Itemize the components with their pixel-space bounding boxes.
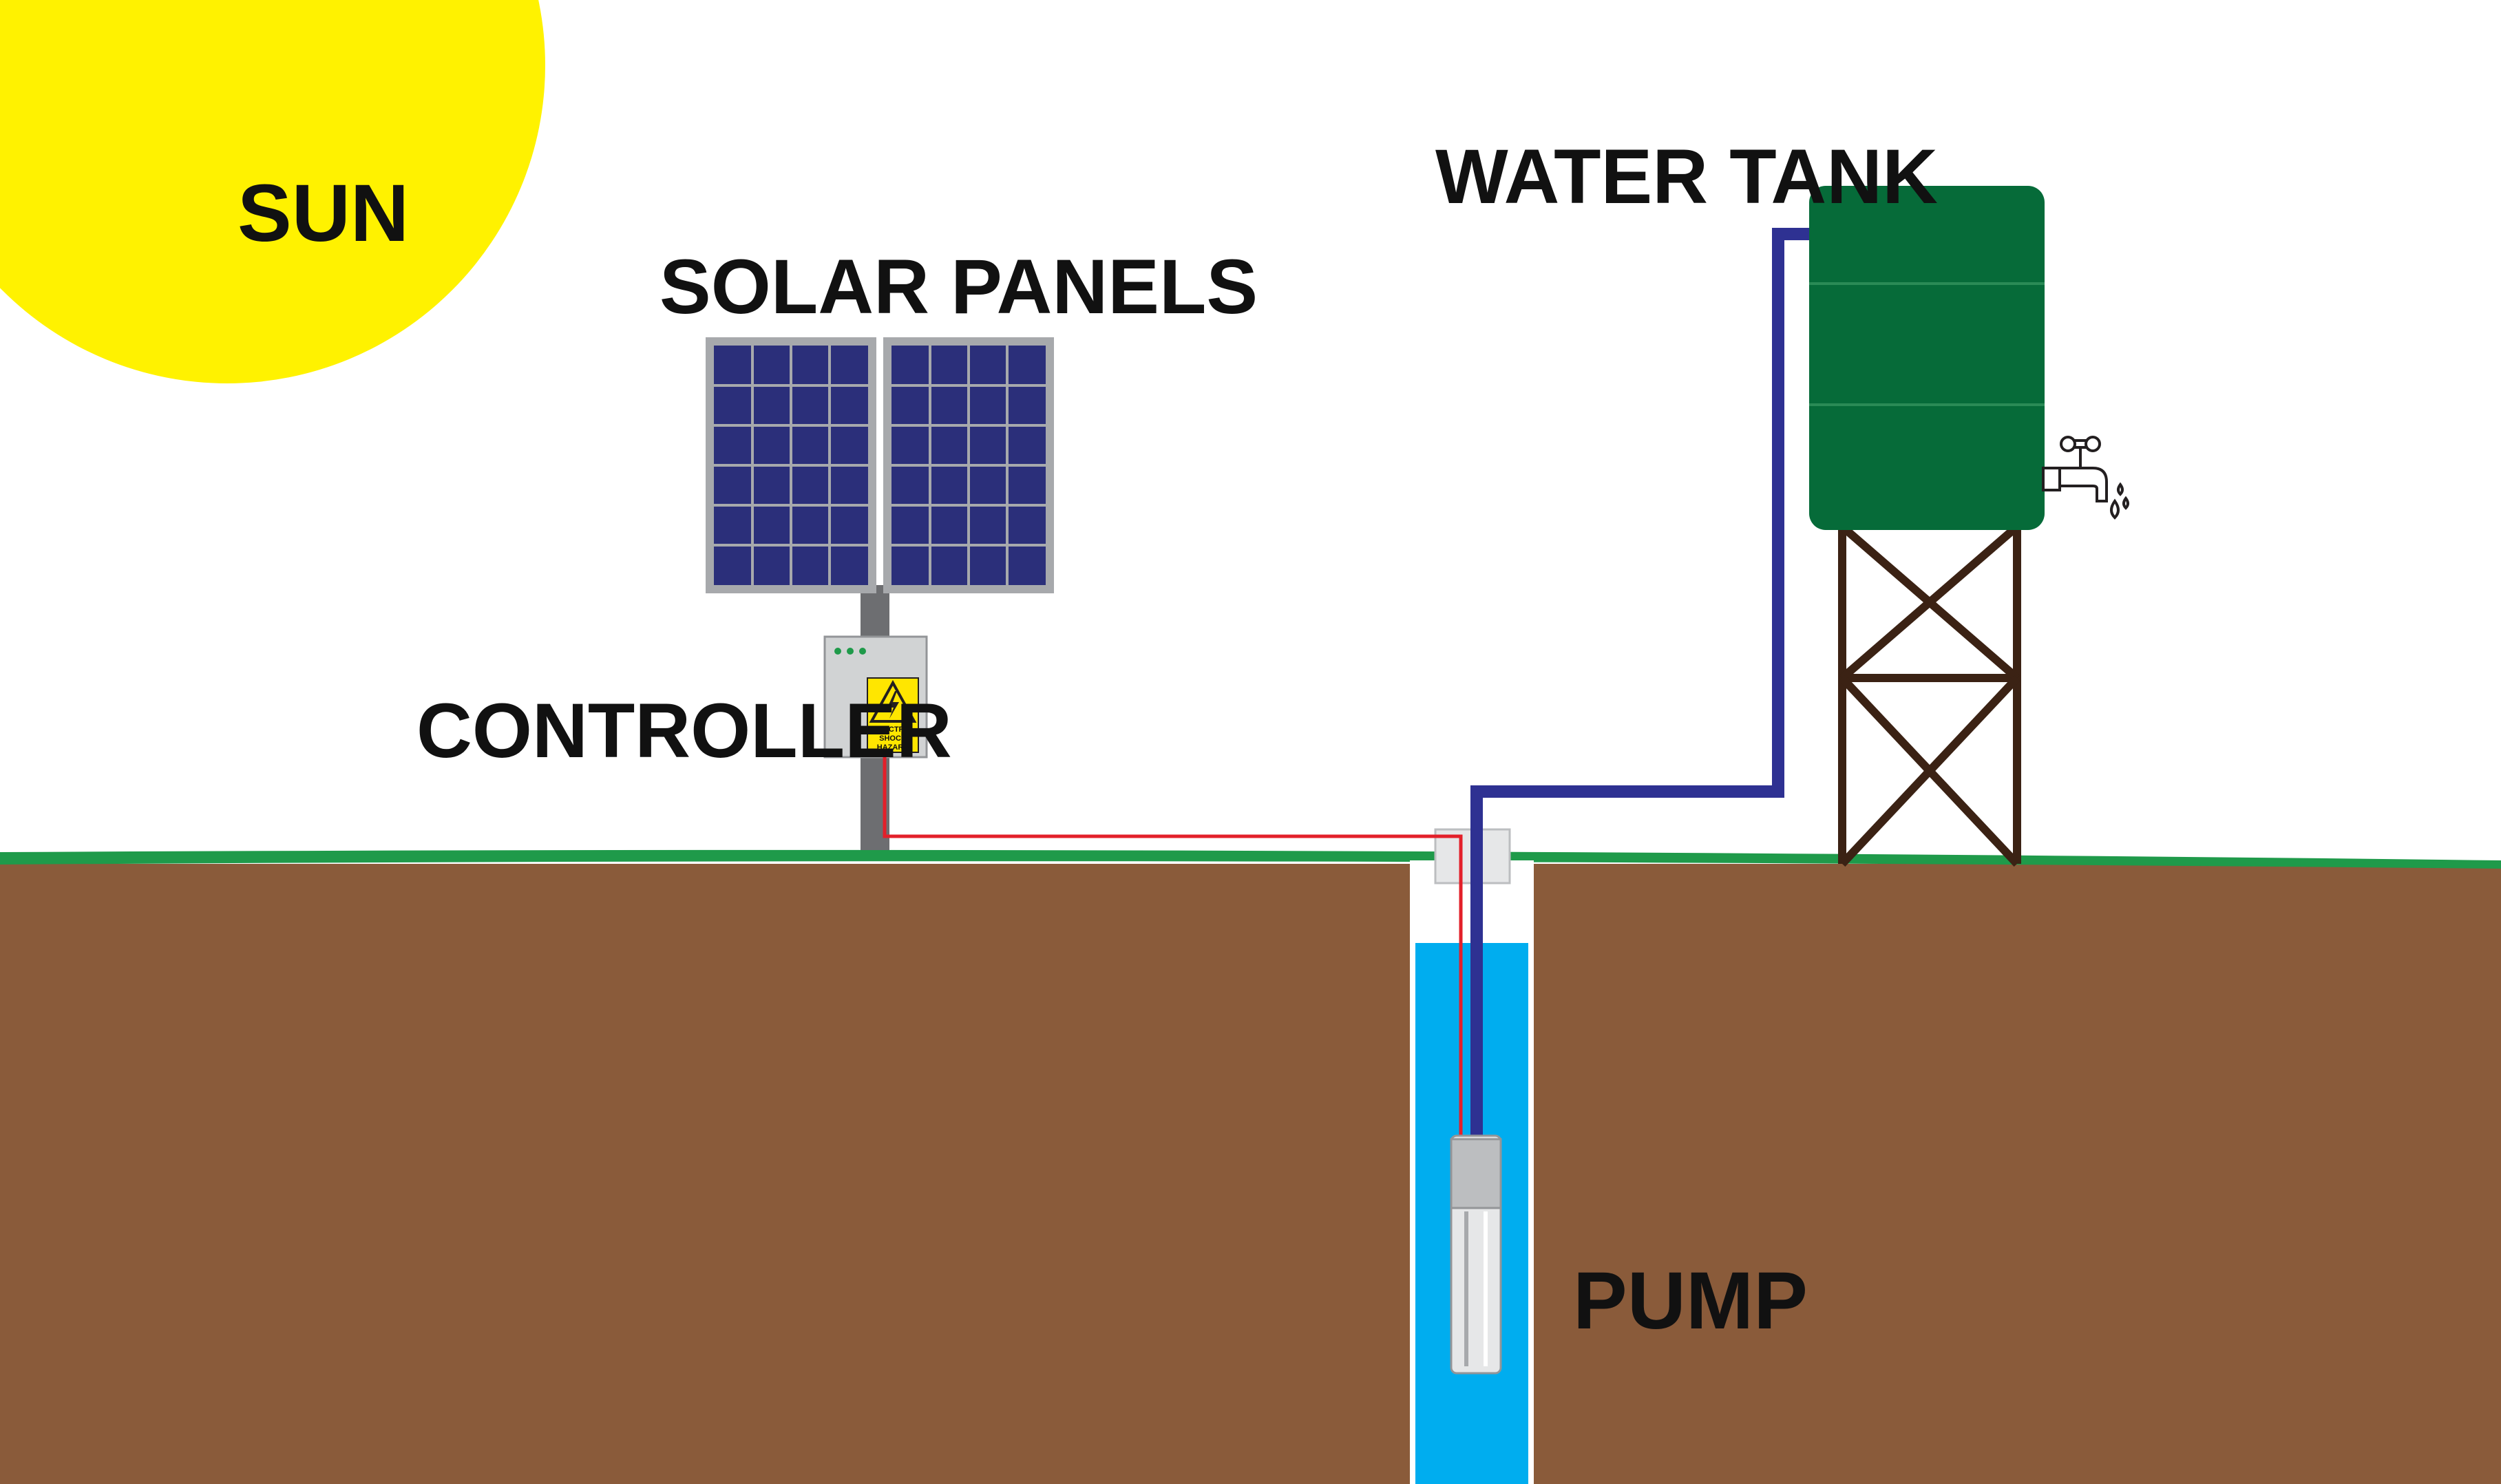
tap-inlet bbox=[2042, 467, 2061, 491]
sun bbox=[0, 0, 545, 383]
soil bbox=[0, 864, 2501, 1484]
grass-line bbox=[0, 849, 2501, 869]
water-drop bbox=[2117, 482, 2124, 496]
water-drop bbox=[2122, 496, 2129, 510]
power-cable bbox=[883, 757, 1463, 1143]
submersible-pump bbox=[1450, 1134, 1502, 1375]
pump-label: PUMP bbox=[1573, 1255, 1808, 1346]
water-pipe bbox=[1470, 228, 1812, 1143]
solar-panel-left-grid bbox=[714, 346, 868, 585]
water-tank bbox=[1809, 186, 2045, 530]
warning-sign-line1: ELECTRIC bbox=[874, 725, 912, 734]
sun-label: SUN bbox=[238, 168, 409, 259]
tap-handle-knob bbox=[2060, 436, 2076, 452]
lightning-bolt-icon bbox=[887, 691, 899, 719]
solar-panel-array bbox=[706, 337, 1054, 850]
controller-label: CONTROLLER bbox=[416, 688, 952, 774]
tap-body bbox=[2058, 467, 2108, 502]
controller-led bbox=[859, 648, 866, 655]
tap-icon bbox=[2042, 436, 2129, 520]
tower-brace bbox=[1839, 523, 2020, 681]
water-tower bbox=[1838, 523, 2021, 867]
controller-box: ELECTRIC SHOCK HAZARD bbox=[823, 635, 928, 759]
controller-led bbox=[834, 648, 841, 655]
water-tank-label: WATER TANK bbox=[1435, 134, 1938, 220]
tap-handle-knob bbox=[2085, 436, 2101, 452]
solar-panel-right-grid bbox=[891, 346, 1046, 585]
warning-sign-line2: SHOCK bbox=[879, 734, 907, 743]
pump-intake bbox=[1450, 1138, 1502, 1209]
water-drop bbox=[2110, 498, 2120, 520]
tower-brace bbox=[1839, 675, 2020, 867]
solar-panels-label: SOLAR PANELS bbox=[659, 244, 1258, 330]
tank-body bbox=[1809, 186, 2045, 530]
controller-led bbox=[847, 648, 854, 655]
warning-sign-line3: HAZARD bbox=[877, 743, 909, 752]
